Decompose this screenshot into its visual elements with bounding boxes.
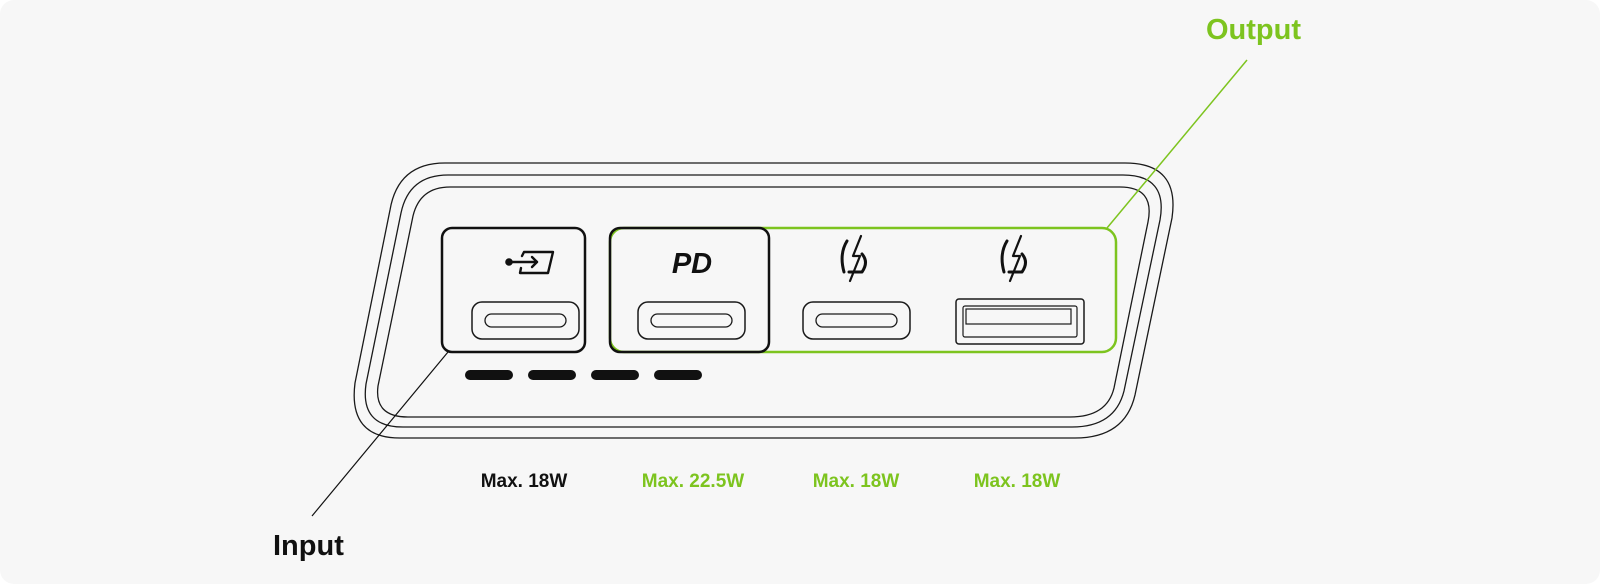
device-middle-outline <box>364 174 1162 428</box>
usb-c-input-port <box>471 301 580 340</box>
port-3-wattage-label: Max. 18W <box>812 471 900 492</box>
led-indicator <box>465 370 513 380</box>
fast-charge-icon <box>1000 234 1027 283</box>
led-indicators <box>465 370 702 380</box>
output-callout-label: Output <box>1206 14 1302 46</box>
led-indicator <box>591 370 639 380</box>
port-1-wattage-label: Max. 18W <box>480 471 568 492</box>
device-outer-outline <box>353 162 1174 439</box>
led-indicator <box>528 370 576 380</box>
input-highlight-frame <box>440 226 587 354</box>
fast-charge-icon <box>840 234 867 283</box>
led-indicator <box>654 370 702 380</box>
input-leader-line <box>311 351 449 517</box>
output-leader-line <box>1106 59 1248 229</box>
output-highlight-frame <box>608 226 1118 354</box>
input-callout-label: Input <box>273 530 344 562</box>
usb-c-pd-output-port <box>637 301 746 340</box>
port-4-wattage-label: Max. 18W <box>973 471 1061 492</box>
usb-c-output-port <box>802 301 911 340</box>
pd-port-frame <box>608 226 771 354</box>
usb-a-output-port <box>955 298 1085 345</box>
device-panel-outline <box>376 186 1150 418</box>
port-2-wattage-label: Max. 22.5W <box>641 471 745 492</box>
pd-text-icon: PD <box>672 248 712 280</box>
usb-input-icon <box>505 250 555 275</box>
